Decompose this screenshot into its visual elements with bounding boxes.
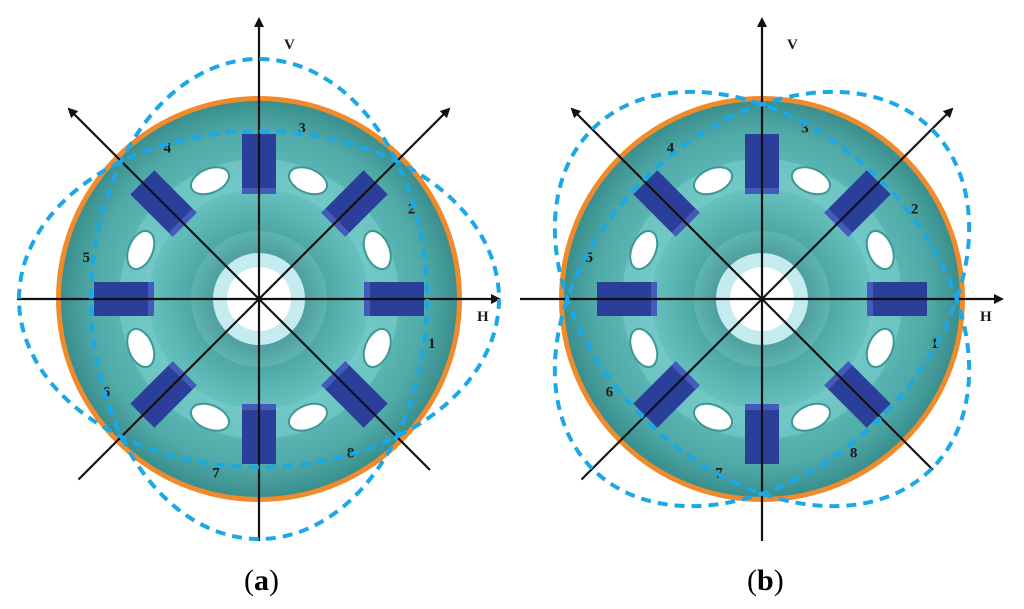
- electrode-label-1: 1: [428, 336, 436, 352]
- hole-ellipse: [287, 402, 329, 432]
- electrode-label-5: 5: [83, 250, 91, 266]
- hole: [287, 166, 329, 196]
- hole: [126, 229, 156, 271]
- electrode-label-3: 3: [801, 120, 809, 136]
- hole: [189, 402, 231, 432]
- mode-shape-1: [17, 129, 501, 469]
- hole: [189, 166, 231, 196]
- axis-label-v: V: [787, 37, 798, 53]
- hole-ellipse: [865, 327, 895, 369]
- axis-diagonal-2: [67, 107, 431, 471]
- hole-ellipse: [126, 327, 156, 369]
- hole-ellipse: [189, 166, 231, 196]
- hole: [362, 229, 392, 271]
- hole: [692, 166, 734, 196]
- electrode-label-4: 4: [667, 140, 675, 156]
- caption-a-letter: a: [254, 564, 269, 597]
- hole-ellipse: [629, 327, 659, 369]
- caption-b-letter: b: [757, 564, 774, 597]
- axis-diagonal-2: [570, 107, 934, 471]
- hole: [126, 327, 156, 369]
- hole-ellipse: [865, 229, 895, 271]
- electrode-label-6: 6: [606, 385, 614, 401]
- electrode-label-4: 4: [164, 140, 172, 156]
- mode-shape-1: [552, 89, 972, 509]
- axis-label-h: H: [980, 309, 992, 325]
- hole: [287, 402, 329, 432]
- electrode-label-3: 3: [298, 120, 306, 136]
- hole-ellipse: [692, 166, 734, 196]
- mode-shape-2: [552, 89, 972, 509]
- hole-ellipse: [790, 166, 832, 196]
- hole-ellipse: [790, 402, 832, 432]
- mode-shape-group: [552, 89, 972, 509]
- electrode-label-8: 8: [850, 446, 858, 462]
- hole-ellipse: [126, 229, 156, 271]
- caption-a: (a): [244, 564, 279, 597]
- hole: [790, 166, 832, 196]
- axis-label-h: H: [477, 309, 489, 325]
- hole-ellipse: [629, 229, 659, 271]
- electrode-label-2: 2: [408, 201, 416, 217]
- hole-ellipse: [362, 327, 392, 369]
- electrode-label-5: 5: [586, 250, 594, 266]
- electrode-label-7: 7: [212, 466, 220, 482]
- caption-b: (b): [747, 564, 784, 597]
- hole: [865, 327, 895, 369]
- hole: [362, 327, 392, 369]
- axis-diagonal-1: [580, 107, 954, 481]
- hole: [865, 229, 895, 271]
- hole-ellipse: [287, 166, 329, 196]
- hole: [692, 402, 734, 432]
- electrode-label-2: 2: [911, 201, 919, 217]
- axis-label-v: V: [284, 37, 295, 53]
- hole-ellipse: [189, 402, 231, 432]
- hole-ellipse: [692, 402, 734, 432]
- hole: [790, 402, 832, 432]
- hole: [629, 327, 659, 369]
- mode-shape-2: [89, 57, 429, 541]
- hole: [629, 229, 659, 271]
- axis-diagonal-1: [77, 107, 451, 481]
- hole-ellipse: [362, 229, 392, 271]
- electrode-label-6: 6: [103, 385, 111, 401]
